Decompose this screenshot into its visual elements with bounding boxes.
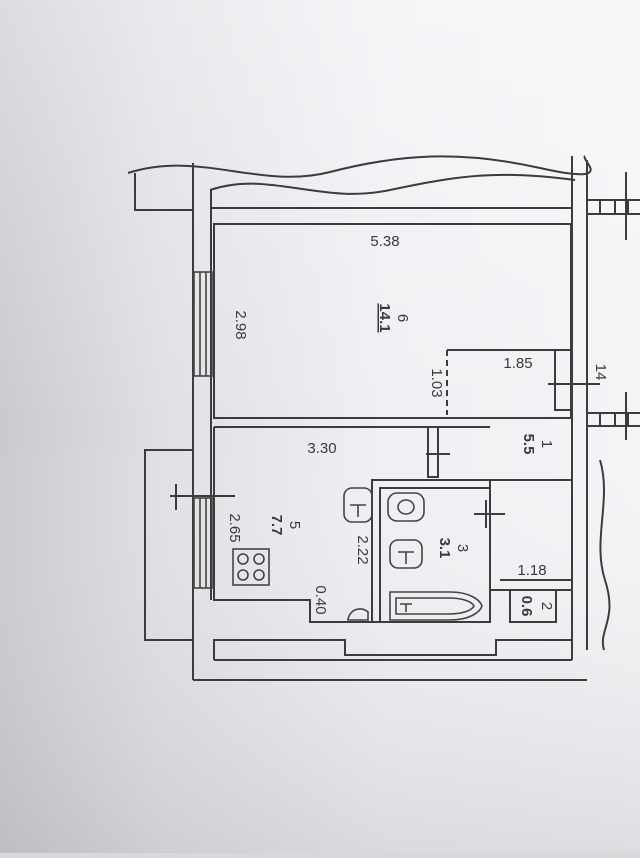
right-break-line	[599, 459, 611, 651]
right-stair-ticks	[599, 200, 629, 214]
room-3-area: 3.1	[436, 538, 453, 559]
top-break-line	[127, 155, 592, 178]
room-2-number: 2	[538, 602, 555, 610]
bathtub-inner	[395, 597, 475, 615]
burner	[237, 569, 249, 581]
room-5-area: 7.7	[268, 515, 285, 536]
dim-1-85: 1.85	[503, 355, 532, 372]
right-landing-ticks	[599, 413, 629, 426]
right-stair-lines	[587, 199, 640, 215]
tap	[400, 603, 412, 612]
wall-stub	[427, 426, 439, 478]
bottom-wall-inner	[213, 639, 573, 660]
burner	[253, 569, 265, 581]
tap	[398, 551, 414, 564]
washbasin-icon	[389, 539, 423, 569]
burner	[237, 553, 249, 565]
right-landing-lines	[587, 412, 640, 427]
room-5-outline	[213, 427, 372, 623]
room-6-number: 6	[394, 314, 411, 322]
room-3-number: 3	[454, 544, 471, 552]
dim-0-40: 0.40	[312, 585, 329, 614]
burner	[253, 553, 265, 565]
stove-icon	[232, 548, 270, 586]
bathtub-icon	[389, 591, 483, 621]
top-break-line-inner	[209, 173, 576, 195]
dim-1-18: 1.18	[517, 562, 546, 579]
dim-room-6-width: 5.38	[370, 233, 399, 250]
toilet-icon	[387, 492, 425, 522]
top-left-block	[134, 173, 193, 211]
fixture-icon	[343, 487, 373, 523]
dim-room-5-width: 3.30	[307, 440, 336, 457]
toilet-bowl	[397, 499, 415, 515]
room-2-outline	[509, 589, 557, 623]
window-room-5	[193, 497, 213, 589]
room-2-area: 0.6	[518, 596, 535, 617]
balcony	[144, 449, 193, 641]
dim-2-22: 2.22	[354, 535, 371, 564]
tap	[350, 504, 366, 517]
window-room-6	[193, 271, 213, 377]
room-1-area: 5.5	[520, 434, 537, 455]
room-6-area: 14.1	[376, 303, 393, 332]
dim-room-5-depth: 2.65	[226, 513, 243, 542]
dim-room-6-depth: 2.98	[232, 310, 249, 339]
dim-door-1-03: 1.03	[428, 368, 445, 397]
kitchen-sink-icon	[347, 608, 369, 621]
corridor-mark: 14	[592, 364, 609, 381]
room-1-number: 1	[538, 440, 555, 448]
room-1-door-jamb	[554, 350, 571, 411]
room-5-number: 5	[286, 521, 303, 529]
